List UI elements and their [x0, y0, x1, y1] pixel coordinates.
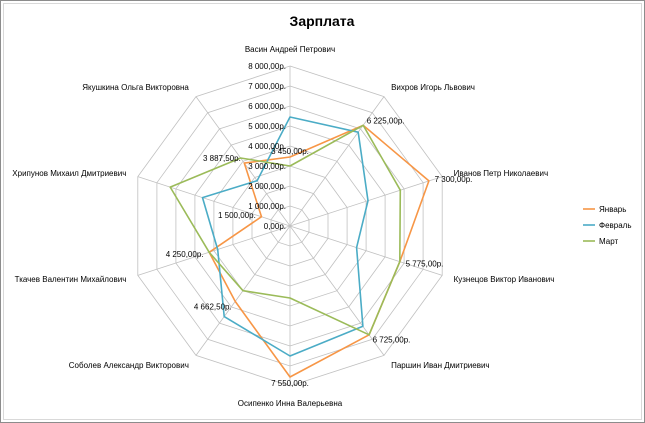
- category-label: Хрипунов Михаил Дмитриевич: [12, 169, 126, 178]
- series-line-1: [208, 124, 430, 378]
- data-label: 3 887,50р.: [203, 154, 241, 163]
- grid-spoke: [137, 176, 291, 227]
- grid-spoke: [195, 96, 291, 227]
- radial-tick-label: 5 000,00р.: [248, 122, 286, 131]
- data-label: 4 250,00р.: [166, 250, 204, 259]
- radial-tick-label: 7 000,00р.: [248, 82, 286, 91]
- category-label: Соболев Александр Викторович: [69, 361, 189, 370]
- radial-tick-label: 2 000,00р.: [248, 182, 286, 191]
- radial-tick-label: 1 000,00р.: [248, 202, 286, 211]
- category-label: Ткачев Валентин Михайлович: [15, 275, 127, 284]
- data-label: 7 300,00р.: [435, 175, 473, 184]
- radial-tick-label: 6 000,00р.: [248, 102, 286, 111]
- data-label: 5 775,00р.: [406, 260, 444, 269]
- data-label: 6 225,00р.: [367, 116, 405, 125]
- category-label: Васин Андрей Петрович: [245, 45, 335, 54]
- series-line-2: [201, 116, 369, 357]
- legend-label: Март: [599, 237, 618, 246]
- grid-spoke: [289, 96, 385, 227]
- data-label: 7 550,00р.: [271, 379, 309, 388]
- legend-label: Февраль: [599, 221, 632, 230]
- grid-spoke: [289, 225, 443, 276]
- data-label: 1 500,00р.: [218, 211, 256, 220]
- data-label: 4 662,50р.: [194, 302, 232, 311]
- series-line-3: [169, 124, 402, 336]
- radial-tick-label: 0,00р.: [264, 222, 286, 231]
- chart-title: Зарплата: [290, 13, 355, 29]
- legend-label: Январь: [599, 205, 626, 214]
- data-label: 3 450,00р.: [271, 147, 309, 156]
- radial-tick-label: 4 000,00р.: [248, 142, 286, 151]
- category-label: Вихров Игорь Львович: [391, 83, 475, 92]
- category-label: Иванов Петр Николаевич: [454, 169, 549, 178]
- category-label: Якушкина Ольга Викторовна: [82, 83, 189, 92]
- category-label: Паршин Иван Дмитриевич: [391, 361, 489, 370]
- data-label: 6 725,00р.: [373, 336, 411, 345]
- chart-area-border: [3, 3, 642, 420]
- category-label: Осипенко Инна Валерьевна: [238, 399, 343, 408]
- radial-tick-label: 8 000,00р.: [248, 62, 286, 71]
- grid-spoke: [137, 225, 291, 276]
- grid-spoke: [289, 176, 443, 227]
- radial-tick-label: 3 000,00р.: [248, 162, 286, 171]
- category-label: Кузнецов Виктор Иванович: [454, 275, 555, 284]
